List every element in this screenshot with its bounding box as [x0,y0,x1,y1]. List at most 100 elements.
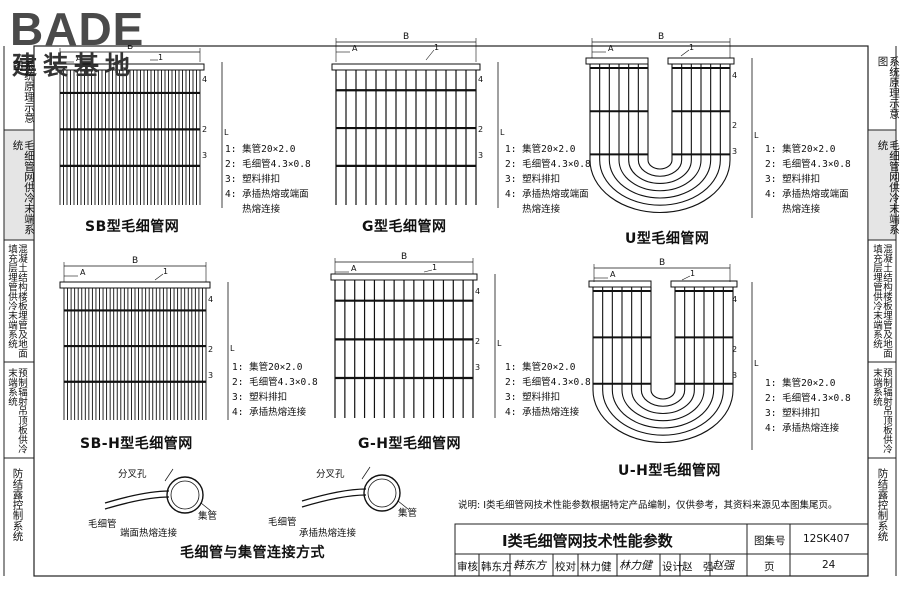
left-tab-ceiling[interactable]: 预制辐射吊顶板供冷末端系统 [6,368,27,454]
designer-name: 赵 强 [682,561,714,573]
legend-gh-3: 3: 塑料排扣 [505,392,561,403]
conn-right-capillary-label: 毛细管 [268,517,297,528]
left-tab-concrete[interactable]: 混凝土结构楼板埋管及地面填充层埋管供冷末端系统 [6,244,27,358]
legend-sbh-2: 2: 毛细管4.3×0.8 [232,377,318,388]
capillary-tube-left [104,490,170,504]
callout-1-sb: 1 [158,53,163,62]
caption-uh: U-H型毛细管网 [618,463,721,479]
dim-l-gh: L [497,339,502,348]
legend-uh-1: 1: 集管20×2.0 [765,378,836,389]
legend-sb-1: 1: 集管20×2.0 [225,144,296,155]
brand-logo: BADE 建装基地 [4,2,180,80]
callout-1-gh: 1 [432,263,437,272]
dim-a-sbh: A [80,268,86,277]
left-tab-dew[interactable]: 防结露控制系统 [11,468,24,542]
dim-b-g: B [403,32,409,42]
callout-3-uh: 3 [732,371,737,380]
page-label: 页 [764,561,775,573]
title-block [454,523,869,577]
capillary-tube-left [104,496,170,510]
right-tab-capillary[interactable]: 毛细管网供冷末端系统 [876,140,900,235]
dim-l-sbh: L [230,344,235,353]
brand-logo-cn: 建装基地 [12,51,137,80]
dim-a-gh: A [351,264,357,273]
header-pipe-inner-left [170,480,200,510]
dim-b-gh: B [401,252,407,262]
callout-3-u: 3 [732,147,737,156]
dim-l-g: L [500,128,505,137]
right-tab-ceiling[interactable]: 预制辐射吊顶板供冷末端系统 [871,368,892,454]
brand-logo-en: BADE [10,3,145,55]
callout-3-sb: 3 [202,151,207,160]
callout-2-sbh: 2 [208,345,213,354]
dim-a-u: A [608,44,614,53]
legend-g-3: 3: 塑料排扣 [505,174,561,185]
dim-b-sb: B [127,42,133,52]
note-text: 说明: I类毛细管网技术性能参数根据特定产品编制，仅供参考，其资料来源见本图集尾… [458,500,838,511]
legend-g-4: 4: 承插热熔或端面 [505,189,589,200]
dim-a-g: A [352,44,358,53]
right-tab-system-diagram[interactable]: 系统原理示意图 [876,56,900,119]
review-label: 审核 [457,561,478,573]
check-label: 校对 [555,561,576,573]
legend-g-5: 热熔连接 [505,204,561,215]
header-pipe-right-u [667,57,735,65]
dim-b-u: B [658,32,664,42]
capillary-tube-right [301,488,367,502]
dim-a-sb: A [76,54,82,63]
reviewer-signature: 韩东方 [513,559,546,572]
header-pipe-left-uh [588,280,652,288]
dim-l-uh: L [754,359,759,368]
callout-1-u: 1 [689,43,694,52]
conn-right-header-label: 集管 [398,508,418,519]
atlas-label: 图集号 [754,535,786,547]
legend-uh-4: 4: 承插热熔连接 [765,423,840,434]
callout-1-g: 1 [434,43,439,52]
drawing-frame [33,45,869,577]
header-pipe-section-right [363,474,401,512]
right-tab-dew[interactable]: 防结露控制系统 [876,468,889,542]
header-pipe-left-u [585,57,649,65]
right-tab-concrete[interactable]: 混凝土结构楼板埋管及地面填充层埋管供冷末端系统 [871,244,892,358]
reviewer-name: 韩东方 [481,561,513,573]
checker-name: 林力健 [580,561,612,573]
legend-gh-2: 2: 毛细管4.3×0.8 [505,377,591,388]
caption-gh: G-H型毛细管网 [358,436,462,452]
callout-3-sbh: 3 [208,371,213,380]
callout-4-uh: 4 [732,295,737,304]
legend-uh-3: 3: 塑料排扣 [765,408,821,419]
legend-sbh-1: 1: 集管20×2.0 [232,362,303,373]
left-tab-system-diagram[interactable]: 系统原理示意图 [11,60,36,123]
checker-signature: 林力健 [619,559,652,572]
design-label: 设计 [662,561,683,573]
caption-connection: 毛细管与集管连接方式 [180,545,325,561]
dim-b-uh: B [659,258,665,268]
legend-uh-2: 2: 毛细管4.3×0.8 [765,393,851,404]
legend-sbh-4: 4: 承插热熔连接 [232,407,307,418]
callout-4-u: 4 [732,71,737,80]
callout-2-g: 2 [478,125,483,134]
header-pipe-g [331,63,481,71]
conn-left-capillary-label: 毛细管 [88,519,117,530]
legend-u-2: 2: 毛细管4.3×0.8 [765,159,851,170]
atlas-number: 12SK407 [803,533,850,545]
active-tab-right [867,129,897,241]
legend-sb-4: 4: 承插热熔或端面 [225,189,309,200]
conn-left-hole-label: 分叉孔 [118,469,147,480]
legend-sb-5: 热熔连接 [225,204,281,215]
callout-4-sbh: 4 [208,295,213,304]
conn-right-hole-label: 分叉孔 [316,469,345,480]
callout-2-sb: 2 [202,125,207,134]
header-pipe-inner-right [367,478,397,508]
caption-g: G型毛细管网 [362,219,447,235]
left-tab-capillary[interactable]: 毛细管网供冷末端系统 [11,140,36,235]
callout-4-gh: 4 [475,287,480,296]
